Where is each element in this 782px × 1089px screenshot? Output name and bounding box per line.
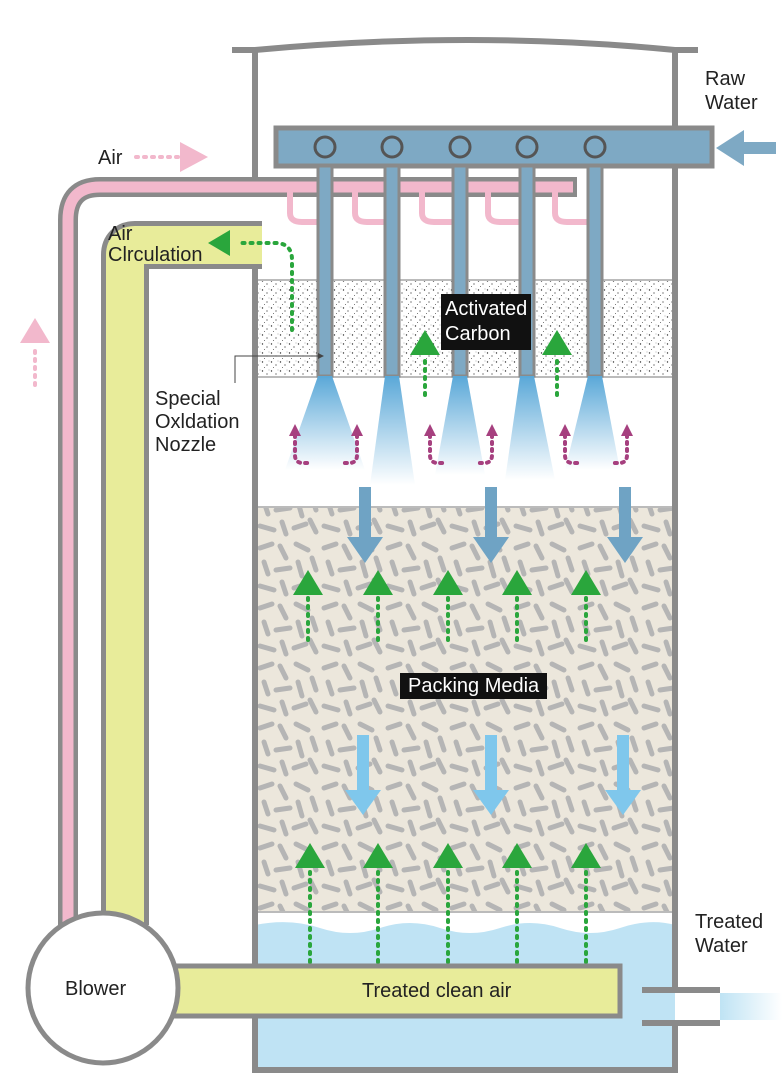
water-flow-arrows-upper <box>347 487 643 563</box>
air-branch-pipes <box>287 190 588 225</box>
air-label: Air <box>98 147 123 169</box>
blower-label: Blower <box>65 978 127 1000</box>
header-ports <box>313 135 607 159</box>
blower <box>25 910 181 1066</box>
oxidation-arrows <box>293 433 629 465</box>
tower-left-wall-bottom <box>252 1012 678 1073</box>
air-up-arrow <box>20 318 50 343</box>
raw-water-inlet-arrow <box>716 130 744 166</box>
treated-clean-air-duct <box>147 963 623 1019</box>
air-flow-arrows <box>238 241 588 972</box>
raw-water-header <box>273 125 715 169</box>
water-flow-arrows-lower <box>345 735 641 815</box>
tower-top <box>232 37 698 53</box>
packing-media-layer <box>255 507 675 912</box>
nozzle-leader-line <box>234 355 318 383</box>
spray-cones <box>285 376 620 485</box>
packing-media-label: Packing Media <box>400 673 548 699</box>
treated-water-outflow <box>720 993 782 1020</box>
air-inlet-arrow <box>180 142 208 172</box>
air-circulation-pipe <box>101 221 262 925</box>
treated-clean-air-label: Treated clean air <box>362 980 512 1002</box>
